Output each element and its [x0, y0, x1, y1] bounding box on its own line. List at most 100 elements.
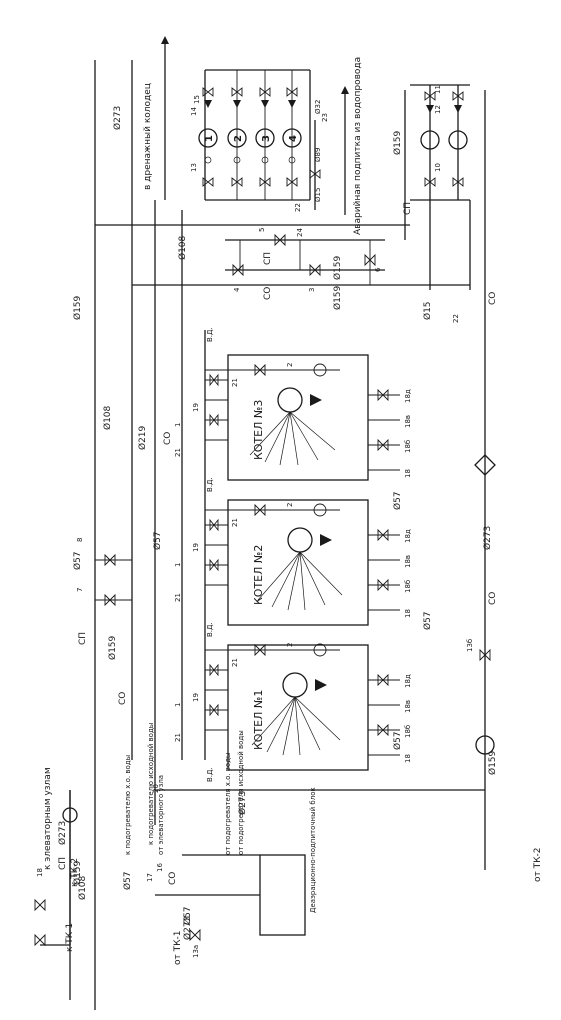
mark-21-top-c: 21 [231, 658, 239, 667]
code-so-d: СО [488, 592, 498, 605]
mark-1-b: 1 [174, 563, 182, 567]
code-so-e: СО [263, 287, 273, 300]
dia-159-left-b: Ø159 [72, 860, 83, 885]
mark-18v-1: 18в [404, 700, 412, 713]
pump-2-label: 2 [233, 135, 244, 142]
mark-18v-3: 18в [404, 415, 412, 428]
mark-13: 13 [190, 163, 198, 172]
code-so-b: СО [163, 432, 173, 445]
pump-4 [282, 128, 302, 148]
boiler-left-manifolds: 19 19 19 21 21 21 1 1 1 [174, 373, 228, 742]
mark-18d-3: 18д [404, 389, 412, 403]
mark-20: 20 [152, 784, 160, 793]
dia-159-mid: Ø159 [332, 255, 343, 280]
mark-18-2: 18 [404, 609, 412, 618]
lower-right-equipment: 13б от ТК-2 [466, 454, 543, 882]
mark-18b-3: 18б [404, 440, 412, 453]
code-so-a: СО [118, 692, 128, 705]
mark-13b: 13б [466, 639, 474, 652]
mark-21-top-a: 21 [231, 378, 239, 387]
mark-11: 11 [434, 85, 442, 94]
pump-3-label: 3 [261, 135, 272, 142]
mark-18-elev: 18 [36, 868, 44, 877]
code-sp-d: СП [58, 857, 68, 870]
dia-159-right: Ø159 [392, 130, 403, 155]
mark-13a: 13а [192, 945, 200, 958]
dia-159-bottom: Ø159 [487, 750, 498, 775]
dia-57-f: Ø57 [122, 871, 133, 890]
to-elevator-label: к элеваторным узлам [43, 767, 53, 870]
mark-19-a: 19 [192, 403, 200, 412]
pump-4-label: 4 [288, 135, 299, 142]
dia-57-g: Ø57 [182, 906, 193, 925]
dia-108-mid: Ø108 [102, 405, 113, 430]
mark-23: 23 [321, 113, 329, 122]
to-tk1-label: к ТК-1 [65, 923, 75, 952]
mark-21-b: 21 [174, 593, 182, 602]
mark-6: 6 [374, 267, 382, 272]
mark-18b-2: 18б [404, 580, 412, 593]
dia-32: Ø32 [314, 100, 322, 114]
from-elevator-label: от элеваторного узла [157, 775, 165, 855]
code-sp-a: СП [78, 632, 88, 645]
dia-273-left: Ø273 [57, 821, 68, 845]
code-vd-c: В.Д. [206, 622, 214, 637]
boiler-1: КОТЕЛ №1 [227, 644, 369, 771]
dia-57-d: Ø57 [392, 491, 403, 510]
makeup-pump-1 [420, 130, 440, 150]
pump-2 [227, 128, 247, 148]
mark-24: 24 [296, 228, 304, 237]
left-valve-cluster: 8 7 20 [76, 538, 160, 793]
pump-return [475, 735, 495, 755]
mark-7: 7 [76, 588, 84, 592]
makeup-pump-2 [448, 130, 468, 150]
from-tk1-label: от ТК-1 [173, 931, 183, 965]
drain-label: в дренажный колодец [143, 83, 153, 190]
mark-18v-2: 18в [404, 555, 412, 568]
mark-18d-2: 18д [404, 529, 412, 543]
code-vd-b: В.Д. [206, 477, 214, 492]
from-heater-hw-label: от подогревателя х.о. воды [224, 752, 232, 855]
mark-1-a: 1 [174, 423, 182, 427]
pump-elevator [62, 807, 78, 823]
boiler-2-label: КОТЕЛ №2 [252, 545, 265, 605]
mark-18b-1: 18б [404, 725, 412, 738]
mark-18d-1: 18д [404, 674, 412, 688]
mark-15: 15 [193, 95, 201, 104]
pump-1 [198, 128, 218, 148]
dia-273-top: Ø273 [112, 106, 123, 130]
mark-22-right: 22 [452, 314, 460, 323]
code-sp-c: СП [263, 252, 273, 265]
dia-108-top: Ø108 [177, 235, 188, 260]
mark-2-a: 2 [286, 363, 294, 367]
from-heater-raw-label: от подогревателя исходной воды [237, 730, 245, 855]
boiler-1-label: КОТЕЛ №1 [252, 690, 265, 750]
dia-219: Ø219 [137, 425, 148, 450]
dia-57-c: Ø57 [422, 611, 433, 630]
mark-22-top: 22 [294, 203, 302, 212]
to-heater-hw-label: к подогревателю х.о. воды [124, 755, 132, 855]
mark-5: 5 [258, 228, 266, 232]
mark-2-b: 2 [286, 503, 294, 507]
code-vd-d: В.Д. [206, 767, 214, 782]
main-pipes [40, 60, 486, 1010]
pump-group-network: 1 2 3 4 14 13 15 [190, 69, 311, 201]
filter-diamond [474, 454, 496, 476]
dia-15-mid: Ø15 [422, 301, 433, 320]
dia-57-b: Ø57 [152, 531, 163, 550]
code-sp-b: СП [403, 202, 413, 215]
mark-8: 8 [76, 538, 84, 542]
boiler-top-connections: 2 2 2 21 21 21 В.Д. В.Д. В.Д. В.Д. [205, 327, 340, 782]
dia-273-lower: Ø273 [182, 916, 193, 940]
upper-valve-cluster: 5 4 3 6 24 22 [225, 228, 460, 323]
mark-18-3: 18 [404, 469, 412, 478]
mark-21-top-b: 21 [231, 518, 239, 527]
to-heater-raw-label: к подогревателю исходной воды [147, 723, 155, 845]
dia-89: Ø89 [314, 148, 322, 162]
dia-108-left: Ø108 [77, 875, 88, 900]
emergency-label: Аварийная подпитка из водопровода [353, 57, 363, 235]
mark-3: 3 [308, 288, 316, 292]
mark-2-c: 2 [286, 643, 294, 647]
dia-273-right: Ø273 [482, 526, 493, 550]
